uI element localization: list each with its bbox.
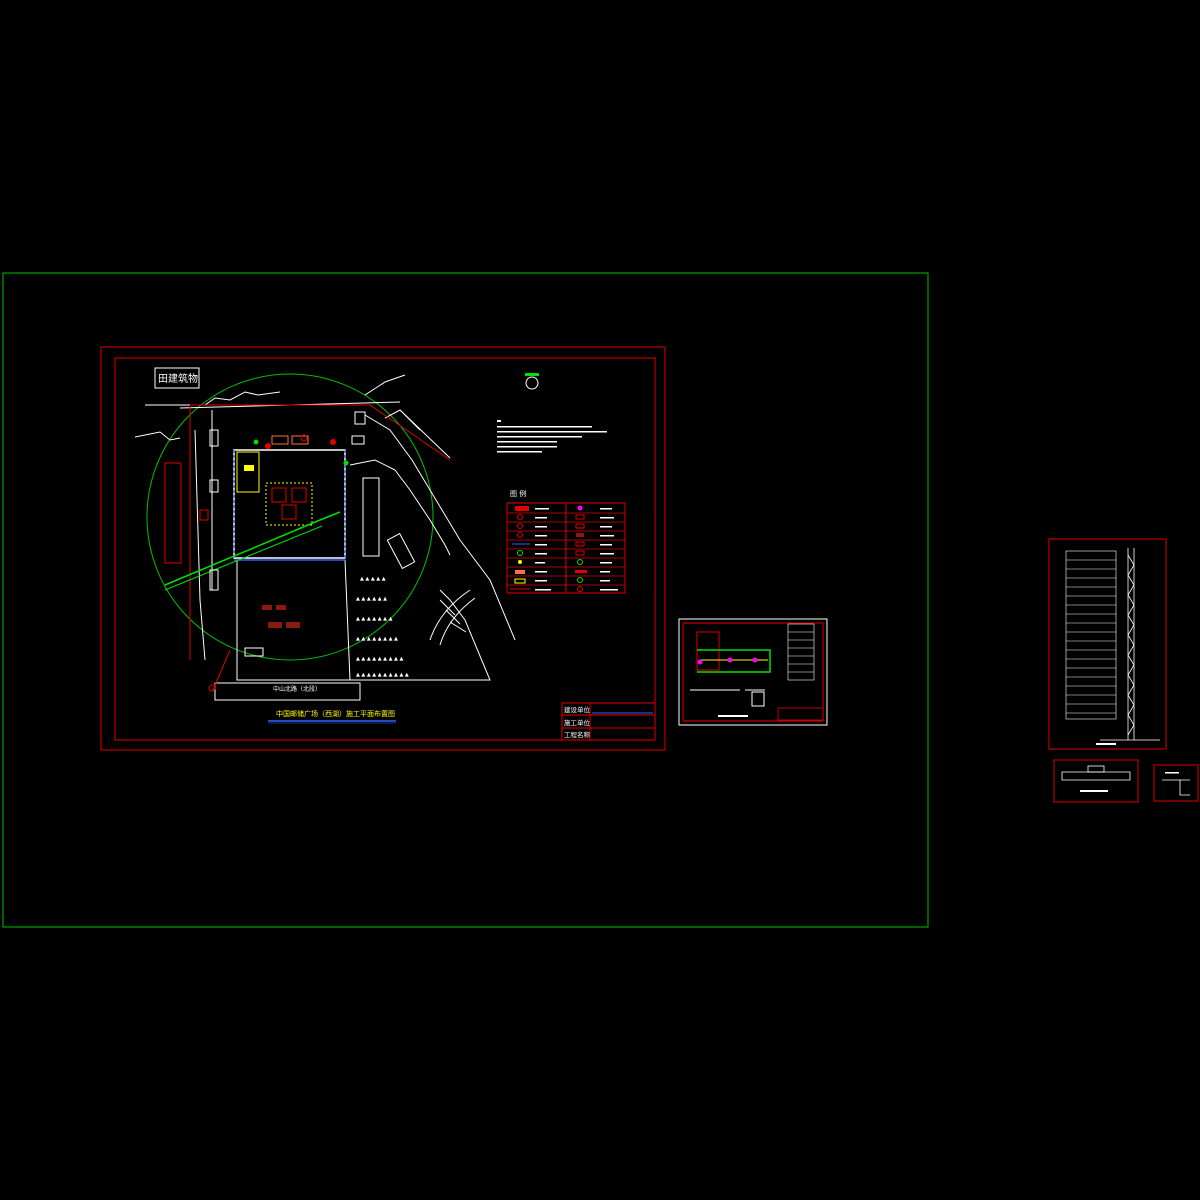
title-block-project-label: 工程名称: [564, 730, 591, 739]
crane-radius-circle: [146, 373, 434, 661]
site-facilities: [199, 411, 416, 657]
main-site-plan-sheet: 田建筑物: [100, 346, 666, 751]
title-block-contractor-label: 施工单位: [564, 718, 591, 727]
svg-text:▲ ▲ ▲ ▲ ▲ ▲: ▲ ▲ ▲ ▲ ▲ ▲: [356, 596, 387, 602]
nearby-building: 田建筑物: [154, 367, 200, 389]
svg-text:▲ ▲ ▲ ▲ ▲ ▲ ▲: ▲ ▲ ▲ ▲ ▲ ▲ ▲: [356, 616, 393, 622]
crane-boom: [164, 511, 341, 586]
legend: 图 例: [506, 489, 626, 594]
curved-ramp: [429, 589, 476, 646]
tower-crane-elevation-sheet: [1048, 538, 1167, 750]
svg-text:▲ ▲ ▲ ▲ ▲ ▲ ▲ ▲ ▲: ▲ ▲ ▲ ▲ ▲ ▲ ▲ ▲ ▲: [356, 656, 403, 662]
site-boundary-red: [164, 404, 451, 692]
foundation-detail-sheet: [1053, 759, 1139, 803]
title-block: 建设单位 施工单位 工程名称: [561, 702, 656, 741]
drawing-title: 中国邮储广场（西湖）施工平面布置图: [276, 709, 395, 718]
svg-text:▲ ▲ ▲ ▲ ▲ ▲ ▲ ▲: ▲ ▲ ▲ ▲ ▲ ▲ ▲ ▲: [356, 636, 398, 642]
legend-heading: 图 例: [510, 489, 526, 498]
site-roads: [134, 374, 516, 701]
main-building: [233, 449, 346, 561]
crane-boom-secondary: [164, 525, 323, 591]
title-block-owner-label: 建设单位: [564, 705, 591, 714]
nearby-building-label: 田建筑物: [158, 372, 198, 385]
svg-text:▲ ▲ ▲ ▲ ▲: ▲ ▲ ▲ ▲ ▲: [360, 576, 386, 582]
anchor-detail-sheet: [1153, 764, 1199, 802]
sheet-outer-border: [100, 346, 666, 751]
greenbelt-hatching: ▲ ▲ ▲ ▲ ▲ ▲ ▲ ▲ ▲ ▲ ▲ ▲ ▲ ▲ ▲ ▲ ▲ ▲ ▲ ▲ …: [356, 576, 409, 678]
sheet-inner-border: [114, 357, 656, 741]
north-arrow-icon: [525, 373, 539, 390]
detail-sheet: [678, 618, 828, 726]
svg-text:▲ ▲ ▲ ▲ ▲ ▲ ▲ ▲ ▲ ▲: ▲ ▲ ▲ ▲ ▲ ▲ ▲ ▲ ▲ ▲: [356, 672, 409, 678]
general-notes: [497, 420, 607, 453]
layout-frame: [2, 272, 929, 928]
road-label: 中山北路（北段）: [273, 685, 321, 693]
